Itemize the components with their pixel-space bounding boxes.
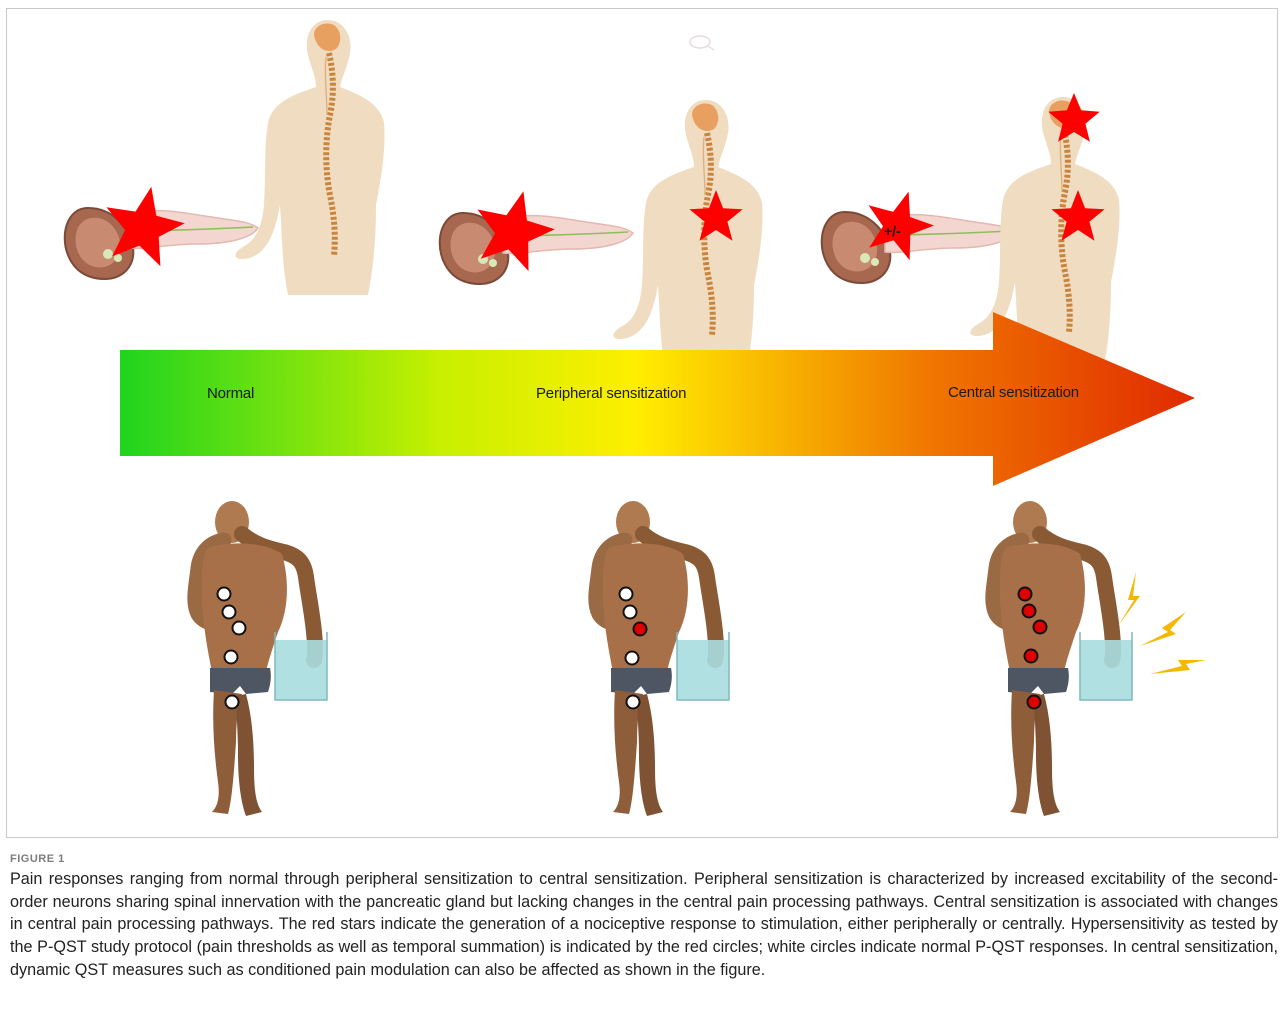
star-icon [477, 191, 555, 271]
lightning-icon [1150, 660, 1206, 674]
torso-spine-icon [235, 20, 384, 295]
lightning-group [1118, 572, 1206, 674]
faint-sketch-icon [689, 35, 715, 51]
hypersensitive-circle [1021, 603, 1037, 619]
normal-circle [624, 650, 640, 666]
stage-peripheral-figure [596, 501, 730, 816]
stage-label-central: Central sensitization [948, 384, 1079, 401]
normal-circle [223, 649, 239, 665]
hypersensitive-circle [1023, 648, 1039, 664]
lightning-icon [1140, 612, 1186, 646]
figure-caption: Pain responses ranging from normal throu… [10, 870, 1278, 979]
pancreas-star-text: +/- [884, 223, 901, 239]
normal-circle [622, 604, 638, 620]
stage-normal-figure [195, 501, 328, 816]
hypersensitive-circle [1017, 586, 1033, 602]
star-icon [1051, 190, 1105, 241]
figure-illustration: +/- [63, 0, 1206, 840]
star-group [106, 93, 1105, 271]
hypersensitive-circle [1032, 619, 1048, 635]
hypersensitive-circle [1026, 694, 1042, 710]
normal-circle [224, 694, 240, 710]
normal-circle [231, 620, 247, 636]
water-bucket-icon [275, 640, 327, 700]
normal-circle [625, 694, 641, 710]
star-icon [689, 190, 743, 241]
stage-label-normal: Normal [207, 385, 255, 402]
normal-circle [618, 586, 634, 602]
normal-circle [221, 604, 237, 620]
progression-arrow [120, 312, 1195, 486]
stage-label-peripheral: Peripheral sensitization [536, 385, 687, 402]
hypersensitive-circle [632, 621, 648, 637]
lightning-icon [1118, 572, 1140, 626]
torso-spine-icon [613, 100, 762, 375]
qst-circle-group [216, 586, 1048, 710]
star-icon [868, 191, 934, 261]
stage-central-figure [993, 501, 1133, 816]
water-bucket-icon [677, 640, 729, 700]
water-bucket-icon [1080, 640, 1132, 700]
star-icon [106, 186, 185, 267]
star-icon [1048, 93, 1100, 142]
figure-label: FIGURE 1 [10, 853, 65, 865]
normal-circle [216, 586, 232, 602]
